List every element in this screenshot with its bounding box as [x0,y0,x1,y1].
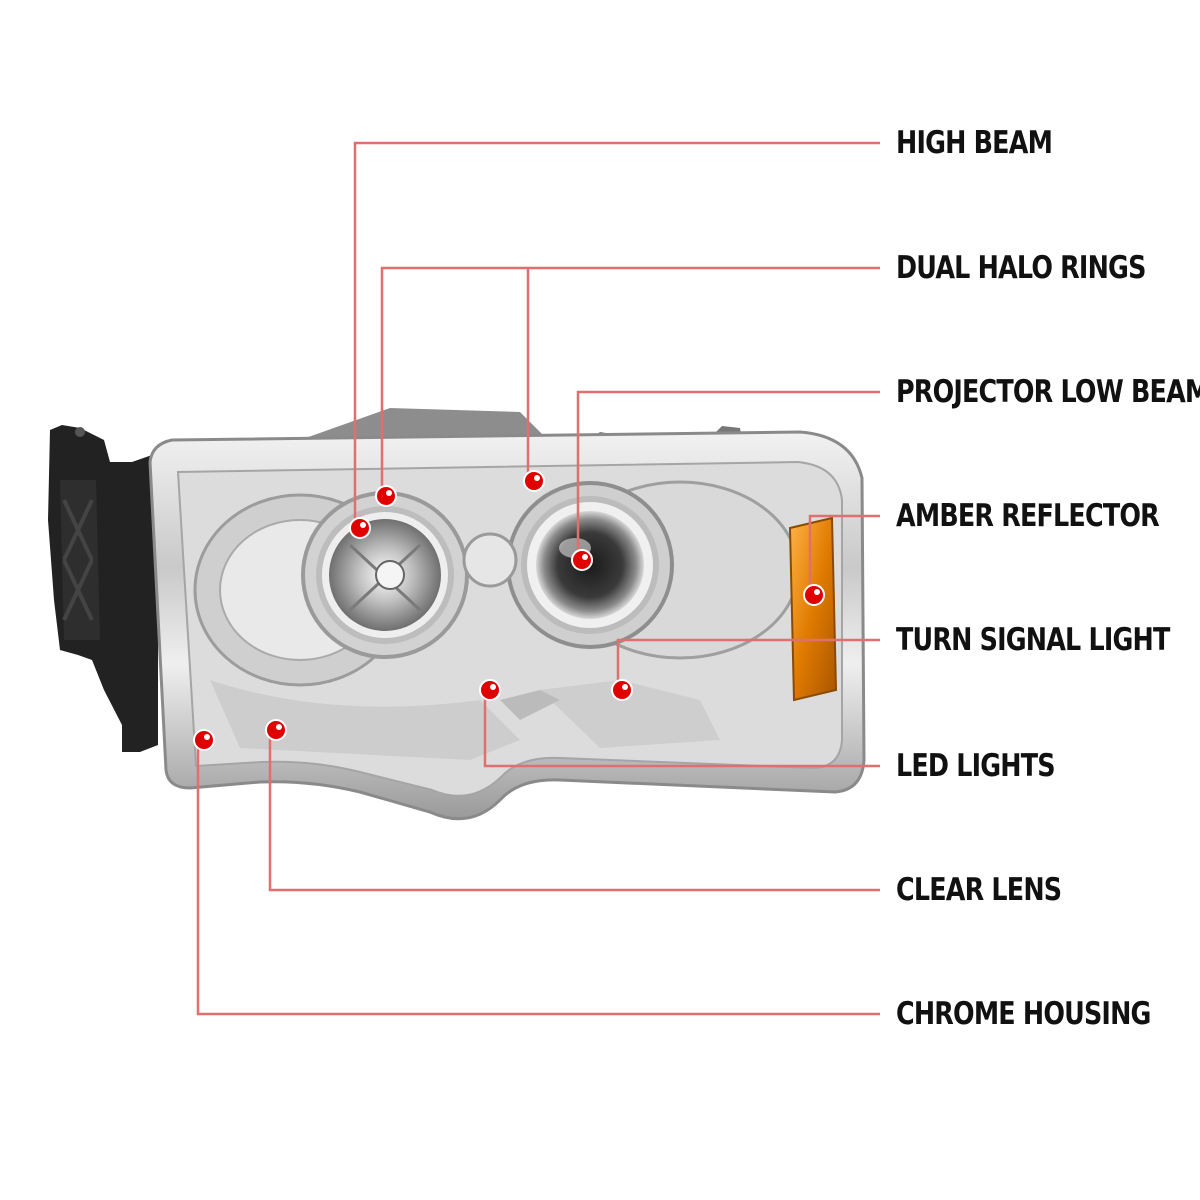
dual-halo-ring-dot-a [375,485,397,507]
label-projector-low-beam: PROJECTOR LOW BEAM [896,374,1200,410]
label-amber-reflector: AMBER REFLECTOR [896,498,1160,534]
led-lights-dot [479,679,501,701]
mounting-bracket [48,425,158,752]
label-dual-halo-rings: DUAL HALO RINGS [896,250,1146,286]
label-high-beam: HIGH BEAM [896,125,1053,161]
projector-low-beam-leader [576,390,880,554]
clear-lens-dot [265,719,287,741]
label-turn-signal-light: TURN SIGNAL LIGHT [896,622,1170,658]
label-clear-lens: CLEAR LENS [896,872,1062,908]
chrome-housing-leader [196,742,880,1016]
turn-signal-light-dot [611,679,633,701]
label-led-lights: LED LIGHTS [896,748,1056,784]
amber-reflector-dot [803,584,825,606]
projector-low-beam-dot [571,549,593,571]
high-beam-dot [349,517,371,539]
amber-reflector-part [788,516,838,702]
clear-lens-leader [268,733,880,892]
high-beam-leader [353,141,880,527]
dual-halo-ring-dot-b [523,470,545,492]
label-chrome-housing: CHROME HOUSING [896,996,1151,1032]
led-lights-leader [483,692,880,768]
dual-halo-rings-leader [380,266,880,490]
turn-signal-light-leader [616,638,880,686]
amber-reflector-leader [808,514,880,590]
top-tab [300,408,548,440]
chrome-housing-dot [193,729,215,751]
